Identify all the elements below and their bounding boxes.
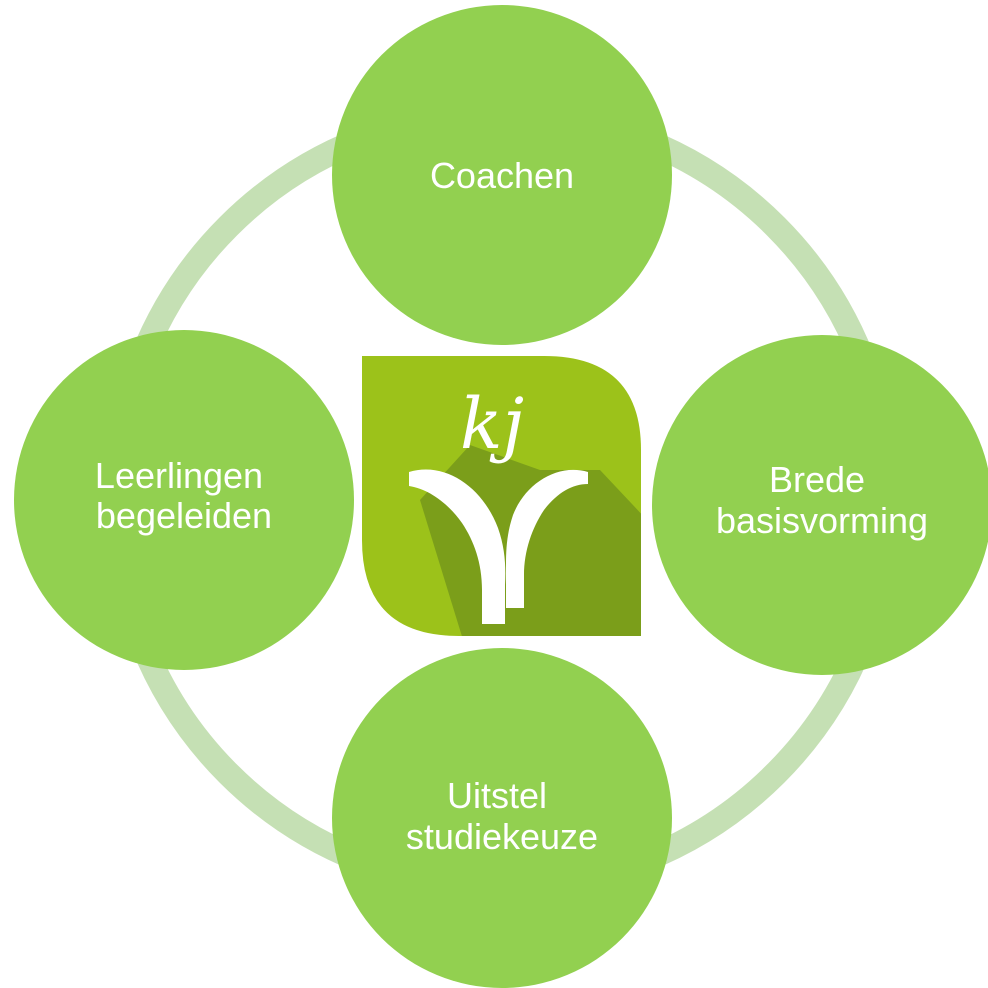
node-circle bbox=[14, 330, 354, 670]
node-label: Brede basisvorming bbox=[716, 459, 928, 541]
node-coachen: Coachen bbox=[332, 5, 672, 345]
node-circle bbox=[652, 335, 988, 675]
logo-text: kj bbox=[460, 383, 524, 465]
node-label: Leerlingen begeleiden bbox=[95, 455, 273, 536]
logo-shadow bbox=[420, 445, 641, 636]
node-circle bbox=[332, 648, 672, 988]
node-uitstel-studiekeuze: Uitstel studiekeuze bbox=[332, 648, 672, 988]
node-leerlingen-begeleiden: Leerlingen begeleiden bbox=[14, 330, 354, 670]
node-label: Uitstel studiekeuze bbox=[406, 775, 598, 857]
node-brede-basisvorming: Brede basisvorming bbox=[652, 335, 988, 675]
logo-y-mark bbox=[409, 469, 588, 624]
node-circle bbox=[332, 5, 672, 345]
node-label: Coachen bbox=[430, 155, 574, 196]
center-logo: kj bbox=[362, 356, 641, 636]
